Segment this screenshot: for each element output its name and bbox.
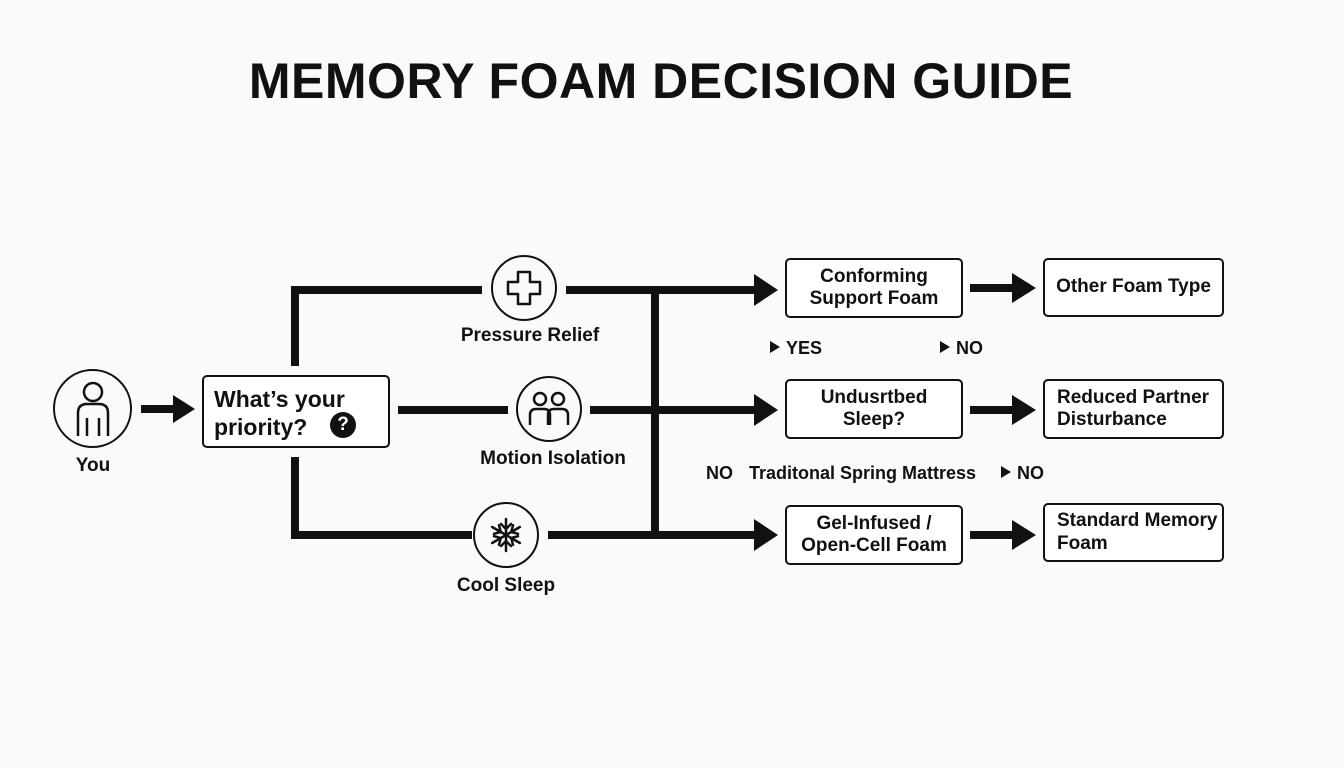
- priority-label-motion: Motion Isolation: [480, 448, 626, 469]
- result-gel-infused-foam: Gel-Infused / Open-Cell Foam: [785, 505, 963, 565]
- branch-label-no-right: NO: [1001, 463, 1044, 484]
- medical-cross-icon: [491, 255, 557, 321]
- branch-label-no: NO: [940, 338, 983, 359]
- priority-label-pressure: Pressure Relief: [460, 325, 600, 346]
- result-reduced-partner-disturbance: Reduced Partner Disturbance: [1043, 379, 1224, 439]
- branch-label-no-right-text: NO: [1017, 463, 1044, 483]
- edge-question-to-cool: [291, 457, 472, 539]
- result-standard-memory-foam: Standard Memory Foam: [1043, 503, 1224, 562]
- branch-label-yes: YES: [770, 338, 822, 359]
- question-mark-icon: ?: [330, 412, 356, 438]
- arrowhead-you: [173, 395, 195, 423]
- result-other-foam-type: Other Foam Type: [1043, 258, 1224, 317]
- branch-label-no-left: NO: [706, 463, 733, 483]
- page-title: MEMORY FOAM DECISION GUIDE: [248, 53, 1074, 109]
- branch-label-no-text: NO: [956, 338, 983, 358]
- arrowhead-row3: [754, 519, 778, 551]
- branch-label-traditional: Traditonal Spring Mattress: [749, 463, 977, 483]
- arrowhead-row1: [754, 274, 778, 306]
- branch-label-yes-text: YES: [786, 338, 823, 358]
- priority-label-cool: Cool Sleep: [456, 575, 556, 596]
- triangle-right-icon: [940, 341, 950, 353]
- two-people-icon: [516, 376, 582, 442]
- priority-question-box: What’s your priority?: [202, 375, 390, 448]
- person-icon: [53, 369, 132, 448]
- triangle-right-icon: [770, 341, 780, 353]
- arrowhead-row3-alt: [1012, 520, 1036, 550]
- result-conforming-support-foam: Conforming Support Foam: [785, 258, 963, 318]
- start-label: You: [75, 455, 111, 476]
- arrowhead-row2: [754, 394, 778, 426]
- result-undisturbed-sleep: Undusrtbed Sleep?: [785, 379, 963, 439]
- snowflake-icon: [473, 502, 539, 568]
- arrowhead-row1-alt: [1012, 273, 1036, 303]
- triangle-right-icon: [1001, 466, 1011, 478]
- edge-question-to-pressure: [291, 286, 482, 366]
- arrowhead-row2-alt: [1012, 395, 1036, 425]
